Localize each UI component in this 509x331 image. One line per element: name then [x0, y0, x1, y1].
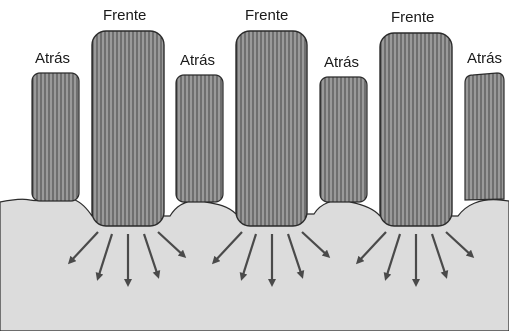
- label-back: Atrás: [324, 54, 359, 71]
- label-back: Atrás: [467, 50, 502, 67]
- label-front: Frente: [245, 7, 288, 24]
- label-back: Atrás: [35, 50, 70, 67]
- back-bar: [320, 77, 367, 202]
- label-back: Atrás: [180, 52, 215, 69]
- front-bar: [380, 33, 452, 226]
- front-bar: [92, 31, 164, 226]
- back-bar: [176, 75, 223, 202]
- front-bar: [236, 31, 307, 226]
- back-bar: [32, 73, 79, 201]
- label-front: Frente: [391, 9, 434, 26]
- label-front: Frente: [103, 7, 146, 24]
- back-bar: [465, 73, 504, 200]
